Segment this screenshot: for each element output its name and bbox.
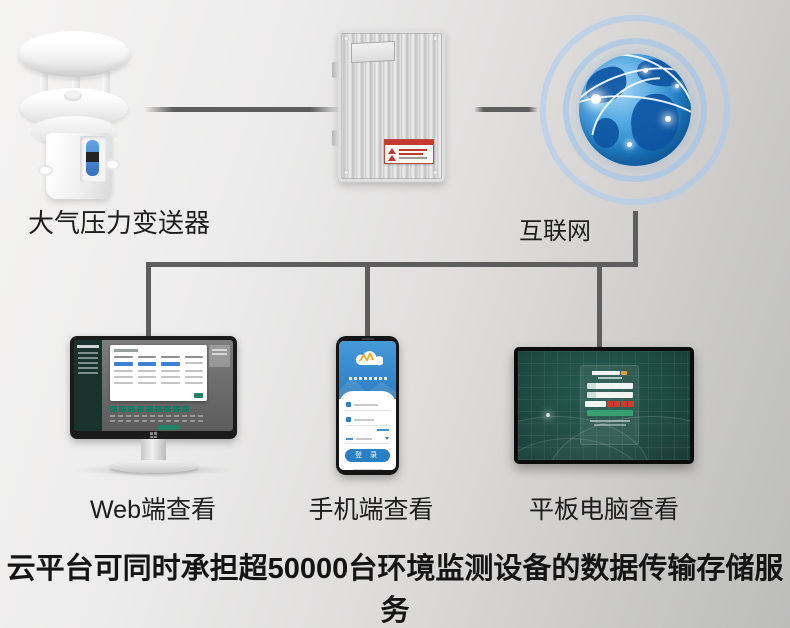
dialog-subtitle xyxy=(597,377,622,379)
dialog-username-input xyxy=(586,383,633,389)
bottom-caption: 云平台可同时承担超50000台环境监测设备的数据传输存储服务 xyxy=(6,553,784,627)
internet-label: 互联网 xyxy=(519,218,591,245)
dashboard-button xyxy=(158,425,180,430)
dialog-footer-line2 xyxy=(593,424,626,426)
login-footer-text xyxy=(352,469,383,470)
login-button: 登 录 xyxy=(345,449,390,462)
web-monitor-image xyxy=(70,336,237,476)
dialog-captcha-row xyxy=(581,401,638,407)
dashboard-main xyxy=(102,340,233,431)
dashboard-table-panel xyxy=(110,345,207,401)
dialog-login-button xyxy=(586,410,633,416)
connector-bus-to-tablet xyxy=(597,262,602,350)
app-title-text xyxy=(339,377,396,380)
tablet-label: 平板电脑查看 xyxy=(528,496,679,524)
login-card: 登 录 xyxy=(339,391,396,470)
panel-button xyxy=(194,393,203,398)
earth-icon xyxy=(579,54,691,166)
channel-squares xyxy=(110,406,189,412)
server-select-field xyxy=(345,434,390,444)
mobile-phone-image: 登 录 xyxy=(336,336,399,475)
connector-sensor-to-logger xyxy=(144,107,340,112)
tablet-image xyxy=(514,347,694,464)
sensor-body xyxy=(38,133,120,199)
connector-internet-drop xyxy=(633,211,638,265)
forgot-password-link xyxy=(377,429,389,431)
dashboard-sidebar xyxy=(74,340,102,431)
globe-outer-ring xyxy=(540,15,730,205)
password-field xyxy=(345,414,390,426)
cloud-logo-icon xyxy=(353,348,384,374)
mobile-label: 手机端查看 xyxy=(308,496,434,524)
monitor-bezel xyxy=(70,336,237,439)
web-label: Web端查看 xyxy=(90,496,216,524)
connector-logger-to-internet xyxy=(474,107,538,112)
pressure-sensor-image xyxy=(12,28,142,200)
data-logger-image xyxy=(332,30,445,182)
sensor-label: 大气压力变送器 xyxy=(28,208,211,238)
phone-screen: 登 录 xyxy=(339,341,396,470)
sensor-cap xyxy=(18,31,130,77)
tablet-screen xyxy=(518,351,690,460)
phone-speaker xyxy=(362,338,374,340)
username-field xyxy=(345,399,390,411)
chevron-down-icon xyxy=(385,437,389,440)
connector-bus-to-mobile xyxy=(365,262,370,339)
windows-logo-icon xyxy=(150,431,157,439)
lock-icon xyxy=(346,417,351,422)
logger-nameplate xyxy=(351,40,395,64)
monitor-stand-base xyxy=(110,460,198,473)
dialog-title xyxy=(581,371,638,375)
monitor-screen xyxy=(74,340,233,431)
connector-bus-to-web xyxy=(146,262,151,339)
connector-bus xyxy=(146,262,638,267)
dialog-footer-line1 xyxy=(589,420,630,422)
user-icon xyxy=(346,402,351,407)
globe-inner-ring xyxy=(563,38,707,182)
internet-globe-icon xyxy=(540,15,730,205)
tablet-login-dialog xyxy=(580,365,639,445)
dialog-password-input xyxy=(586,392,633,398)
warning-label xyxy=(384,139,434,164)
